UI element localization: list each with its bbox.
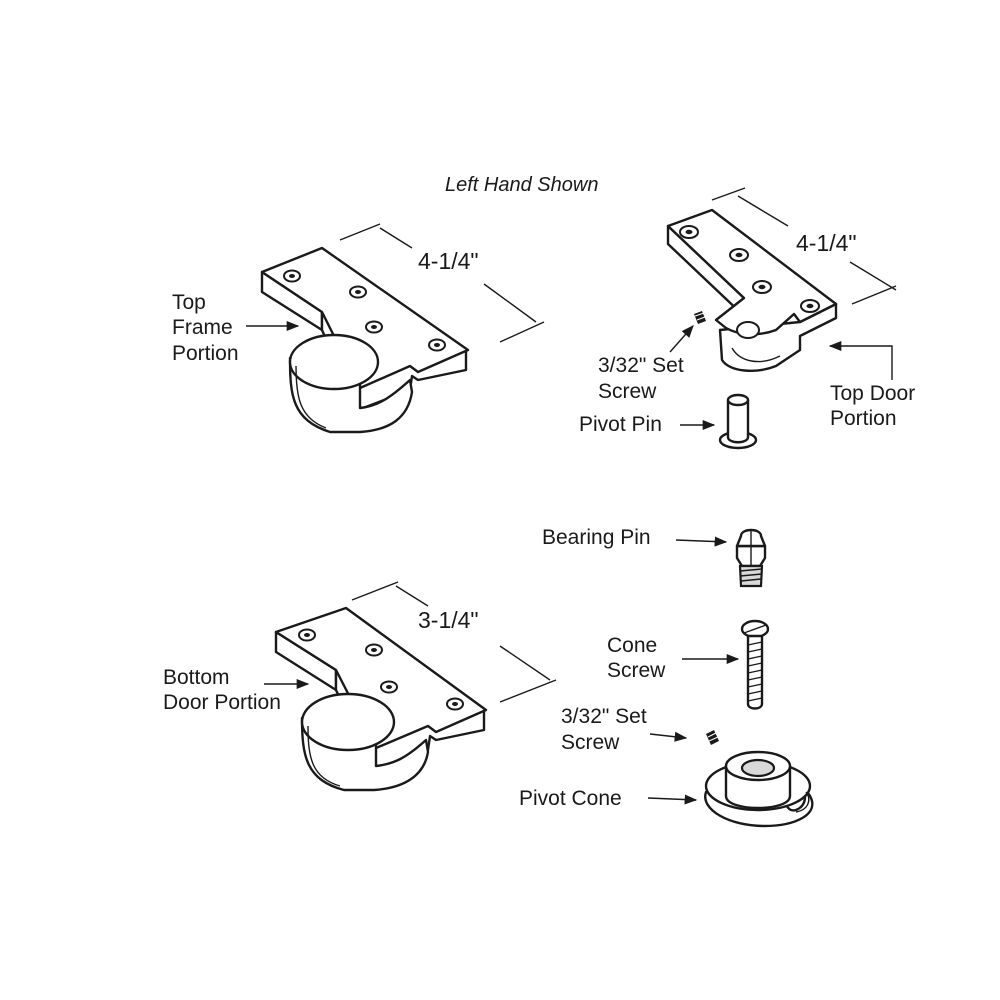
bearing-pin (735, 528, 767, 588)
pivot-cone-arrow (647, 794, 698, 805)
caption-left-hand-shown: Left Hand Shown (445, 174, 598, 196)
cone-screw-label: Cone Screw (607, 634, 666, 682)
set-screw-top-label: 3/32" Set Screw (598, 354, 690, 403)
bottom-door-dimension: 3-1/4" (418, 607, 479, 633)
pivot-pin-label: Pivot Pin (579, 413, 662, 436)
pivot-pin (718, 393, 758, 450)
bottom-door-dimension-line (351, 581, 557, 703)
bearing-pin-label: Bearing Pin (542, 526, 651, 549)
top-frame-label: Top Frame Portion (172, 291, 239, 365)
top-frame-dimension-line (339, 223, 545, 343)
set-screw-top (694, 311, 706, 324)
top-door-arrow (828, 340, 893, 380)
set-screw-top-arrow (669, 325, 694, 353)
set-screw-bottom (706, 730, 719, 745)
pivot-cone-label: Pivot Cone (519, 787, 622, 810)
set-screw-bottom-arrow (649, 731, 688, 742)
top-door-label: Top Door Portion (830, 382, 921, 430)
pivot-cone (704, 750, 814, 828)
bottom-door-label: Bottom Door Portion (163, 666, 281, 714)
bottom-door-portion (274, 606, 488, 792)
cone-screw (740, 619, 770, 710)
top-door-dimension-line (711, 187, 897, 305)
top-door-portion (666, 208, 838, 372)
set-screw-bottom-label: 3/32" Set Screw (561, 705, 653, 754)
top-frame-portion (260, 246, 470, 434)
top-frame-dimension: 4-1/4" (418, 248, 479, 274)
top-door-dimension: 4-1/4" (796, 230, 857, 256)
bearing-pin-arrow (675, 536, 728, 547)
